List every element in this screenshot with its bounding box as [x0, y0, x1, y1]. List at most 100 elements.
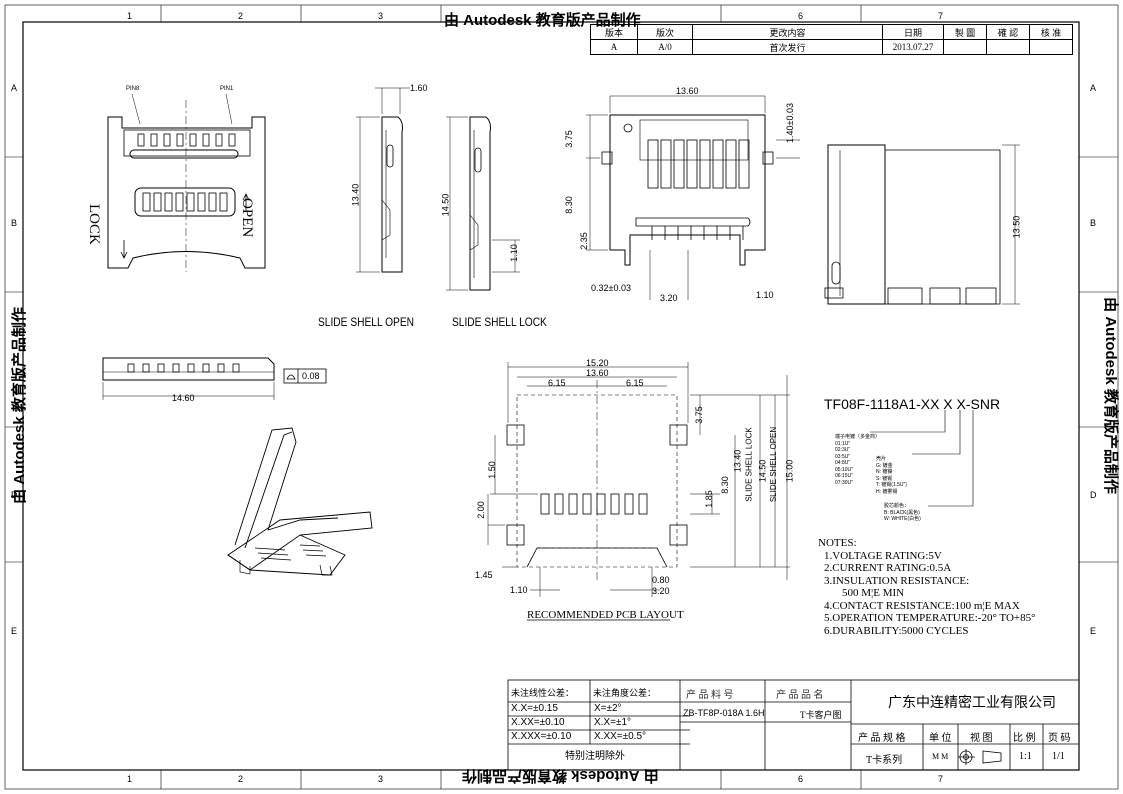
pcb-dim-h2: 13.40 — [732, 449, 743, 473]
side-dim-h2: 14.50 — [440, 193, 451, 217]
side-dim-h1: 13.40 — [350, 183, 361, 207]
zone-row-a-left: A — [11, 83, 18, 93]
tol-linear-1: X.X=±0.15 — [511, 703, 558, 714]
zone-col-3-bottom: 3 — [378, 774, 384, 784]
rev-approved — [1029, 39, 1073, 55]
zone-row-d-right: D — [1090, 490, 1097, 500]
plating-option: 04:8U" — [835, 460, 851, 466]
tol-angle-label: 未注角度公差： — [593, 688, 657, 698]
pcb-dim-b3: 0.80 — [652, 575, 670, 585]
zone-row-e-right: E — [1090, 626, 1097, 636]
side-view-lock — [446, 116, 520, 291]
plating-group: 端子电镀（多金商） 01:1U" 02:3U" 03:5U" 04:8U" 05… — [835, 434, 880, 486]
zone-col-2-bottom: 2 — [238, 774, 244, 784]
pcb-dim-b1: 1.10 — [510, 585, 528, 595]
color-group-title: 胶芯颜色： — [884, 503, 910, 509]
rev-header-date: 日期 — [882, 24, 944, 40]
projection-symbol — [958, 749, 1002, 765]
pcb-dim-b2: 3.20 — [652, 586, 670, 596]
plating-option: 01:1U" — [835, 440, 851, 447]
shell-option: T: 镀锡(1.5U") — [876, 482, 907, 488]
top-view-drawing — [107, 93, 266, 272]
tol-linear-label: 未注线性公差： — [511, 688, 575, 698]
pin8-label: PIN8 — [126, 86, 140, 92]
front-dim-d6: 3.20 — [660, 293, 678, 303]
pcb-layout-title: RECOMMENDED PCB LAYOUT — [527, 609, 684, 621]
pcb-dim-w3: 6.15 — [548, 378, 566, 388]
part-number-code: TF08F-1118A1-XX X X-SNR — [824, 396, 1001, 412]
slide-shell-lock-label: SLIDE SHELL LOCK — [452, 315, 547, 329]
pcb-layout-drawing — [487, 362, 790, 621]
slide-shell-open-label: SLIDE SHELL OPEN — [318, 315, 414, 329]
zone-col-1-top: 1 — [127, 11, 133, 21]
rev-version: A — [590, 39, 638, 55]
rev-header-edition: 版次 — [637, 24, 693, 40]
pcb-label-open: SLIDE SHELL OPEN — [769, 426, 779, 503]
plating-option: 05:10U" — [835, 466, 853, 473]
rev-header-checked: 確 認 — [986, 24, 1030, 40]
color-group: 胶芯颜色： B: BLACK(黑色) W: WHITE(白色) — [884, 503, 921, 523]
zone-col-3-top: 3 — [378, 11, 384, 21]
plating-option: 07:30U" — [835, 479, 853, 486]
right-view-drawing — [824, 144, 1020, 305]
zone-col-6-top: 6 — [798, 11, 804, 21]
view-label: 视 图 — [970, 733, 993, 744]
shell-option: H: 镀雾锡 — [876, 488, 898, 495]
front-dim-width: 13.60 — [676, 86, 699, 96]
pin1-label: PIN1 — [220, 86, 234, 92]
tol-linear-3: X.XXX=±0.10 — [511, 731, 572, 742]
outer-border — [4, 4, 1119, 790]
notes: NOTES: 1.VOLTAGE RATING:5V 2.CURRENT RAT… — [818, 537, 1036, 637]
plating-option: 06:15U" — [835, 473, 853, 479]
note-item: 2.CURRENT RATING:0.5A — [824, 562, 952, 574]
zone-col-7-bottom: 7 — [938, 774, 944, 784]
color-option: B: BLACK(黑色) — [884, 509, 920, 516]
spec-value: T卡系列 — [866, 755, 903, 766]
zone-row-a-right: A — [1090, 83, 1097, 93]
pcb-dim-w1: 15.20 — [586, 358, 609, 368]
special-note: 特别注明除外 — [565, 751, 625, 762]
rev-edition: A/0 — [637, 39, 693, 55]
zone-row-b-left: B — [11, 218, 18, 228]
unit-value: M M — [932, 752, 949, 761]
pcb-dim-h5: 8.30 — [719, 476, 730, 494]
note-item: 1.VOLTAGE RATING:5V — [824, 549, 942, 562]
front-dim-d3: 8.30 — [563, 196, 574, 214]
pcb-dim-l2: 2.00 — [475, 501, 486, 519]
zone-col-2-top: 2 — [238, 11, 244, 21]
open-label: OPEN — [239, 198, 255, 238]
zone-row-d-left: D — [11, 490, 18, 500]
front-dim-d5: 0.32±0.03 — [591, 283, 631, 293]
front-dim-d2: 3.75 — [563, 130, 574, 148]
product-name-label: 产 品 品 名 — [776, 690, 824, 701]
pcb-dim-w2: 13.60 — [586, 368, 609, 378]
note-item: 500 M¦E MIN — [842, 587, 905, 599]
rev-change: 首次发行 — [692, 39, 883, 55]
rev-drawn — [943, 39, 987, 55]
flatness-value: 0.08 — [302, 371, 320, 381]
note-item: 6.DURABILITY:5000 CYCLES — [824, 624, 969, 637]
note-item: 4.CONTACT RESISTANCE:100 m¦E MAX — [824, 599, 1020, 612]
front-dim-d1: 1.40±0.03 — [784, 103, 795, 143]
bottom-side-view-drawing — [102, 357, 327, 400]
zone-ticks — [5, 5, 1118, 789]
note-item: 5.OPERATION TEMPERATURE:-20° TO+85° — [824, 612, 1036, 624]
page-label: 页 码 — [1048, 733, 1071, 744]
side-dim-top: 1.60 — [410, 83, 428, 93]
rev-checked — [986, 39, 1030, 55]
isometric-view-drawing — [227, 427, 373, 576]
revision-table: 版本 版次 更改内容 日期 製 圖 確 認 核 准 A A/0 首次发行 201… — [590, 24, 1073, 55]
plating-option: 03:5U" — [835, 453, 851, 460]
right-view-dim: 13.50 — [1011, 215, 1022, 239]
color-option: W: WHITE(白色) — [884, 516, 921, 522]
bottom-view-dim: 14.60 — [172, 393, 195, 403]
part-number-callouts — [870, 410, 974, 507]
pcb-dim-h4: 15.00 — [784, 459, 795, 483]
pcb-dim-w4: 6.15 — [626, 378, 644, 388]
pcb-dim-l3: 1.45 — [475, 570, 493, 580]
pcb-label-lock: SLIDE SHELL LOCK — [744, 427, 754, 502]
shell-group-title: 壳片 — [876, 456, 887, 462]
zone-col-7-top: 7 — [938, 11, 944, 21]
scale-value: 1:1 — [1019, 751, 1032, 762]
